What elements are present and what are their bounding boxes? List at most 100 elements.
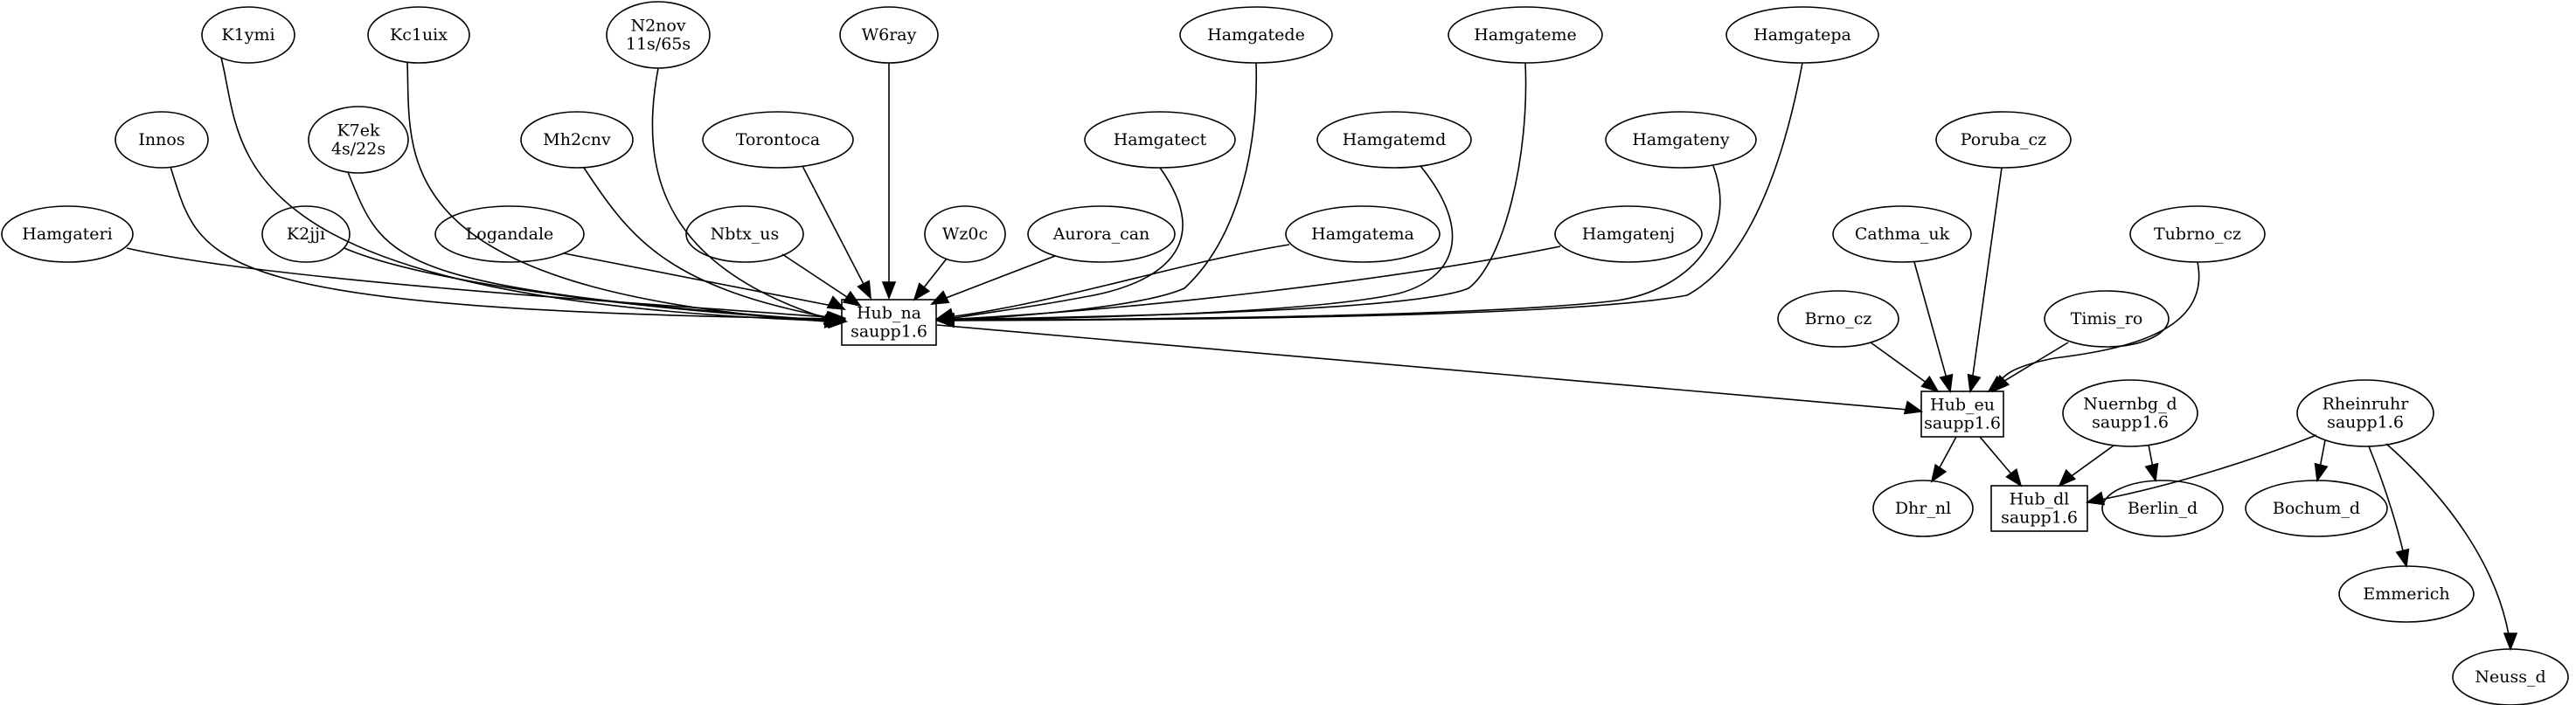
node-label: Kc1uix: [390, 25, 448, 45]
node-bochum_d: Bochum_d: [2245, 480, 2388, 537]
node-label: K2jji: [287, 225, 325, 244]
edge-line: [126, 247, 844, 319]
edge-nbtx_us-to-hub_na: [781, 253, 862, 308]
edge-line: [1969, 167, 2003, 392]
edge-timis_ro-to-hub_eu: [1987, 342, 2069, 393]
edge-hub_eu-to-hub_dl: [1979, 436, 2023, 487]
edge-w6ray-to-hub_na: [881, 63, 897, 301]
node-wz0c: Wz0c: [924, 205, 1006, 263]
edge-nuernbg_d-to-hub_dl: [2058, 445, 2114, 487]
node-kc1uix: Kc1uix: [367, 6, 470, 64]
node-label: 4s/22s: [331, 140, 385, 159]
arrowhead-icon: [2058, 468, 2077, 487]
node-nbtx_us: Nbtx_us: [685, 205, 804, 263]
arrowhead-icon: [2503, 632, 2518, 652]
arrowhead-icon: [857, 280, 871, 300]
node-label: Neuss_d: [2475, 667, 2545, 687]
node-ellipse: [2062, 379, 2198, 447]
arrowhead-icon: [913, 282, 931, 301]
node-timis_ro: Timis_ro: [2044, 290, 2170, 348]
edge-line: [406, 62, 841, 323]
node-label: Hub_eu: [1930, 396, 1995, 415]
arrowhead-icon: [1967, 373, 1982, 394]
node-label: Hamgatemd: [1343, 130, 1446, 149]
edge-line: [802, 165, 871, 299]
node-ellipse: [261, 205, 351, 263]
node-label: K1ymi: [221, 25, 274, 45]
node-dhr_nl: Dhr_nl: [1872, 480, 1974, 537]
node-poruba_cz: Poruba_cz: [1935, 111, 2072, 169]
arrowhead-icon: [826, 295, 846, 310]
node-label: Wz0c: [942, 225, 988, 244]
arrowhead-icon: [842, 290, 862, 308]
node-hamgateme: Hamgateme: [1448, 6, 1603, 64]
edge-line: [938, 165, 1454, 321]
node-hamgatenj: Hamgatenj: [1554, 205, 1703, 263]
edge-line: [936, 324, 1922, 412]
node-label: Hamgatenj: [1582, 225, 1675, 244]
node-ellipse: [367, 6, 470, 64]
node-ellipse: [2452, 648, 2569, 705]
edge-rheinruhr-to-neuss_d: [2385, 443, 2518, 652]
node-hamgateri: Hamgateri: [1, 205, 134, 263]
node-w6ray: W6ray: [839, 6, 939, 64]
arrowhead-icon: [934, 312, 954, 328]
node-label: Hamgateny: [1632, 130, 1730, 149]
node-label: saupp1.6: [1924, 414, 2001, 433]
node-ellipse: [1084, 111, 1236, 169]
arrowhead-icon: [2085, 491, 2106, 506]
node-label: Nbtx_us: [711, 225, 780, 244]
node-label: Dhr_nl: [1895, 499, 1951, 518]
node-ellipse: [1777, 290, 1899, 348]
node-hamgateny: Hamgateny: [1605, 111, 1757, 169]
node-aurora_can: Aurora_can: [1027, 205, 1176, 263]
node-cathma_uk: Cathma_uk: [1832, 205, 1972, 263]
edge-innos-to-hub_na: [170, 166, 847, 327]
edge-line: [938, 167, 1184, 321]
edge-k2jji-to-hub_na: [344, 247, 847, 328]
edge-cathma_uk-to-hub_eu: [1913, 261, 1954, 394]
arrowhead-icon: [1987, 375, 2006, 393]
arrowhead-icon: [828, 313, 847, 328]
node-berlin_d: Berlin_d: [2101, 480, 2224, 537]
node-ellipse: [1725, 6, 1879, 64]
node-ellipse: [924, 205, 1006, 263]
node-ellipse: [2338, 565, 2475, 623]
edge-aurora_can-to-hub_na: [930, 255, 1056, 305]
node-ellipse: [606, 1, 711, 69]
node-hamgatema: Hamgatema: [1285, 205, 1441, 263]
node-label: Hamgatepa: [1753, 25, 1851, 45]
node-label: Nuernbg_d: [2083, 395, 2177, 414]
edge-line: [583, 167, 844, 321]
edge-line: [931, 255, 1056, 305]
node-label: Poruba_cz: [1961, 130, 2046, 149]
node-label: Brno_cz: [1805, 309, 1872, 328]
node-ellipse: [702, 111, 854, 169]
edge-kc1uix-to-hub_na: [406, 62, 844, 328]
node-label: Hamgatema: [1311, 225, 1414, 244]
node-ellipse: [1554, 205, 1703, 263]
node-ellipse: [2296, 379, 2434, 447]
node-label: Mh2cnv: [543, 130, 611, 149]
edge-rheinruhr-to-emmerich: [2368, 446, 2410, 569]
node-emmerich: Emmerich: [2338, 565, 2475, 623]
edge-n2nov-to-hub_na: [651, 67, 844, 325]
node-label: Emmerich: [2363, 584, 2449, 604]
node-ellipse: [520, 111, 634, 169]
node-label: Hamgatect: [1114, 130, 1207, 149]
node-box: [841, 299, 937, 346]
node-ellipse: [2245, 480, 2388, 537]
node-hamgatemd: Hamgatemd: [1316, 111, 1472, 169]
node-ellipse: [115, 111, 209, 169]
node-label: Tubrno_cz: [2154, 225, 2241, 244]
node-hamgatect: Hamgatect: [1084, 111, 1236, 169]
arrowhead-icon: [1939, 373, 1954, 394]
node-box: [1920, 391, 2004, 438]
edge-hamgateme-to-hub_na: [935, 62, 1527, 328]
node-label: 11s/65s: [626, 35, 691, 54]
